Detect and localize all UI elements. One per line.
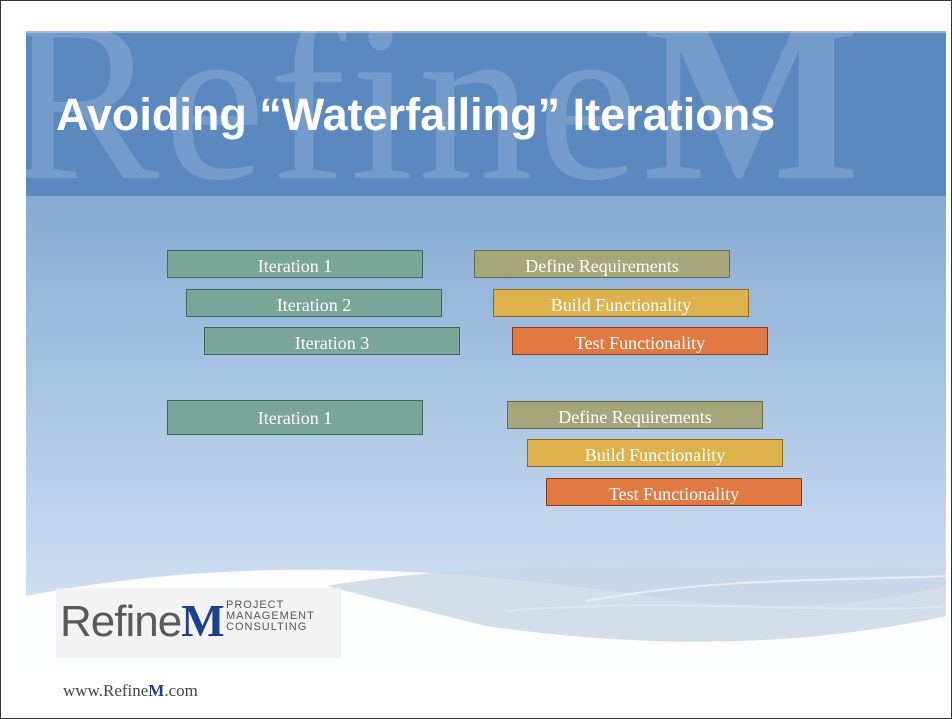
logo-tagline-line: PROJECT	[226, 599, 285, 611]
bottom-test-functionality: Test Functionality	[546, 478, 802, 506]
top-test-functionality: Test Functionality	[512, 327, 768, 355]
watermark: RefineM	[26, 31, 864, 196]
bottom-define-requirements: Define Requirements	[507, 401, 763, 429]
logo-tagline-line: MANAGEMENT	[226, 610, 315, 622]
top-iteration-2: Iteration 2	[186, 289, 442, 317]
top-iteration-3: Iteration 3	[204, 327, 460, 355]
logo-word-suffix: M	[181, 595, 224, 646]
bottom-build-functionality: Build Functionality	[527, 439, 783, 467]
title-bar: RefineM Avoiding “Waterfalling” Iteratio…	[26, 31, 946, 196]
logo-word-prefix: Refine	[60, 597, 182, 646]
logo-tagline: PROJECT MANAGEMENT CONSULTING	[226, 600, 336, 633]
slide-title: Avoiding “Waterfalling” Iterations	[56, 89, 776, 140]
company-logo: RefineM PROJECT MANAGEMENT CONSULTING	[56, 588, 341, 658]
bottom-iteration-1: Iteration 1	[167, 400, 423, 435]
url-bold: M	[148, 681, 165, 700]
logo-wordmark: RefineM	[60, 594, 225, 647]
url-suffix: .com	[164, 681, 198, 700]
watermark-suffix: M	[643, 31, 865, 196]
logo-tagline-line: CONSULTING	[226, 621, 308, 633]
url-prefix: www.Refine	[63, 681, 149, 700]
top-iteration-1: Iteration 1	[167, 250, 423, 278]
top-define-requirements: Define Requirements	[474, 250, 730, 278]
top-build-functionality: Build Functionality	[493, 289, 749, 317]
watermark-prefix: Refine	[26, 31, 644, 196]
website-url[interactable]: www.RefineM.com	[63, 681, 198, 701]
